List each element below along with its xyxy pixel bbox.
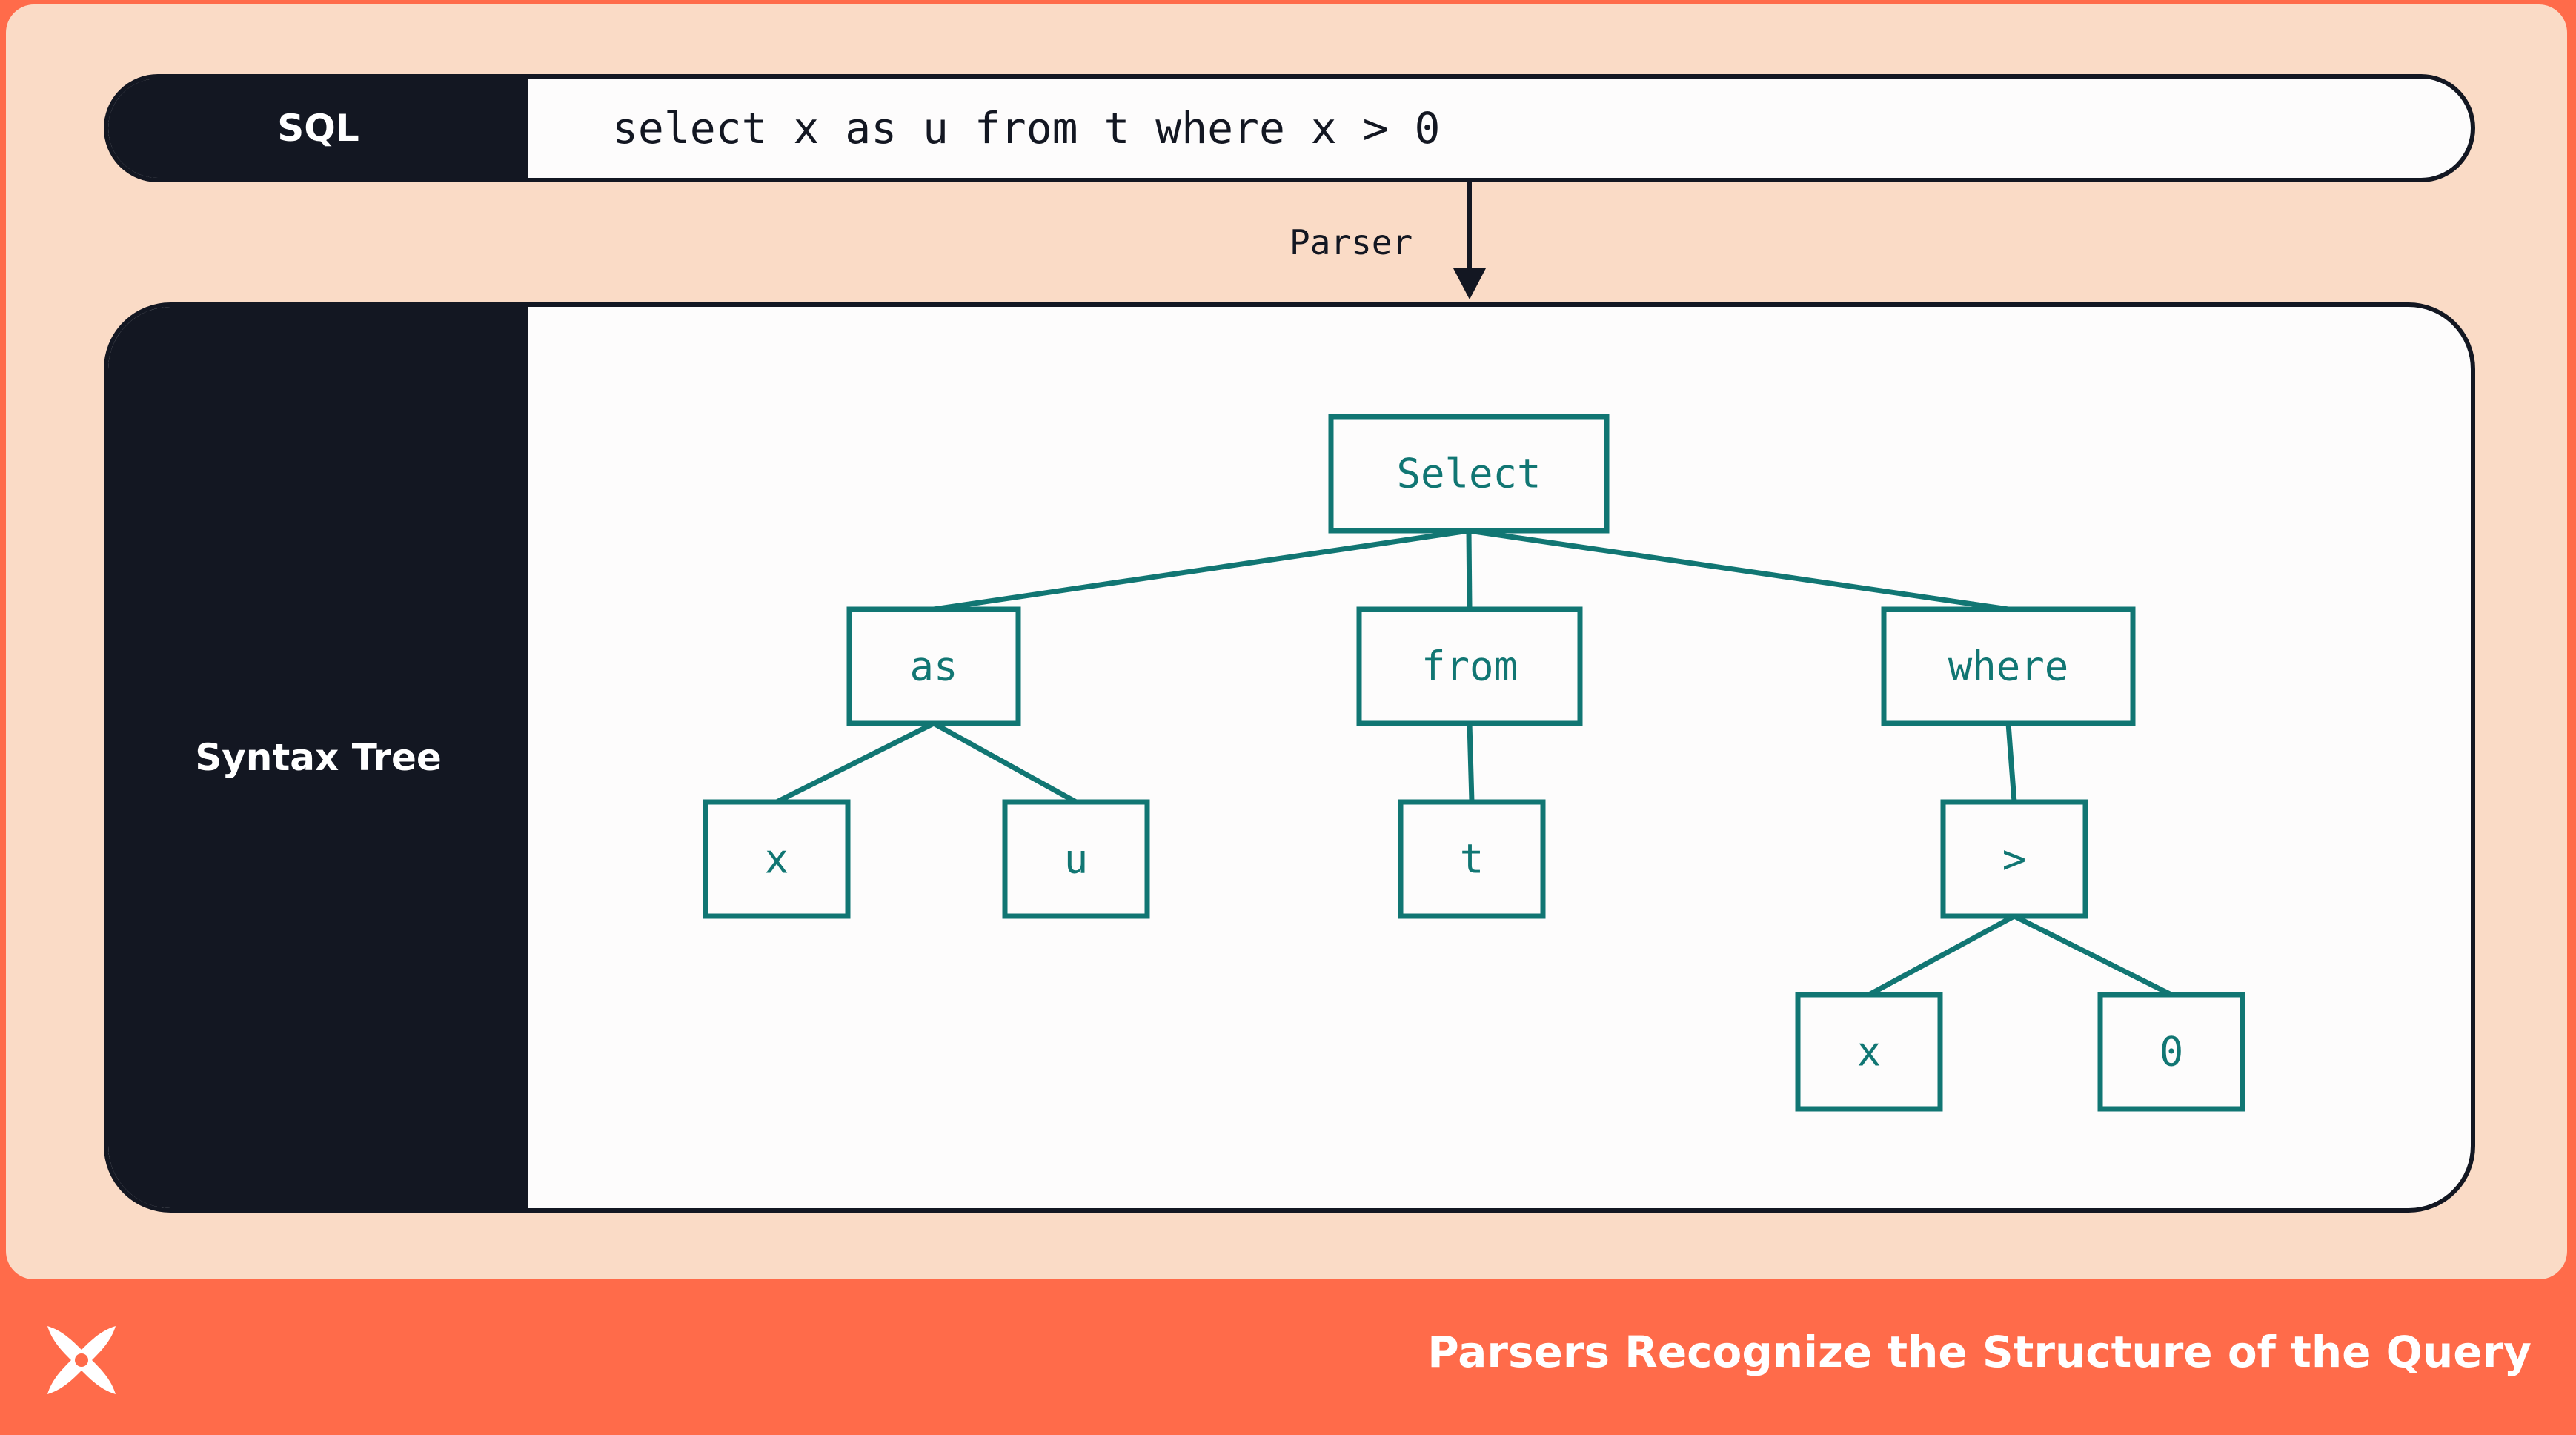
tree-node-box-where <box>1881 606 2136 726</box>
parser-arrow-line <box>1467 182 1472 270</box>
dbt-logo-icon <box>47 1326 116 1394</box>
tree-node-label-gt_x: x <box>1857 1029 1882 1076</box>
footer-title: Parsers Recognize the Structure of the Q… <box>1427 1327 2532 1377</box>
tree-node-box-from_t <box>1398 799 1546 919</box>
tree-node-box-gt_x <box>1795 992 1943 1112</box>
tree-edge-gt-gt_0 <box>2013 913 2173 998</box>
tree-node-box-as_x <box>703 799 851 919</box>
tree-node-label-as_u: u <box>1064 836 1089 883</box>
tree-edge-where-gt <box>2005 723 2017 803</box>
tree-node-box-as <box>846 606 1021 726</box>
sql-row: SQL select x as u from t where x > 0 <box>104 74 2475 182</box>
tree-node-label-gt_0: 0 <box>2160 1029 2184 1076</box>
tree-node-box-from <box>1356 606 1583 726</box>
tree-node-label-gt: > <box>2002 836 2027 883</box>
tree-node-box-gt_0 <box>2097 992 2245 1112</box>
tree-node-box-select <box>1328 414 1610 534</box>
sql-query-text: select x as u from t where x > 0 <box>612 103 1441 153</box>
tree-node-label-where: where <box>1948 643 2069 690</box>
tree-node-label-as_x: x <box>765 836 789 883</box>
tree-edge-gt-gt_x <box>1868 913 2016 998</box>
parser-label: Parser <box>1289 222 1413 262</box>
tree-edge-from-from_t <box>1467 723 1475 803</box>
tree-node-box-as_u <box>1002 799 1150 919</box>
sql-label: SQL <box>108 79 528 178</box>
tree-edge-as-as_u <box>932 720 1078 805</box>
parser-arrow-head <box>1453 268 1486 299</box>
tree-edge-as-as_x <box>775 720 935 805</box>
tree-edge-select-from <box>1466 530 1473 610</box>
tree-node-label-from: from <box>1421 643 1518 690</box>
tree-node-label-select: Select <box>1396 451 1541 497</box>
tree-edge-select-where <box>1468 528 2009 612</box>
tree-edge-select-as <box>933 528 1470 612</box>
tree-node-label-as: as <box>909 643 957 690</box>
syntax-tree-panel: Syntax Tree <box>104 302 2475 1213</box>
tree-node-label-from_t: t <box>1460 836 1484 883</box>
syntax-tree-label: Syntax Tree <box>108 307 528 1208</box>
tree-node-box-gt <box>1940 799 2088 919</box>
